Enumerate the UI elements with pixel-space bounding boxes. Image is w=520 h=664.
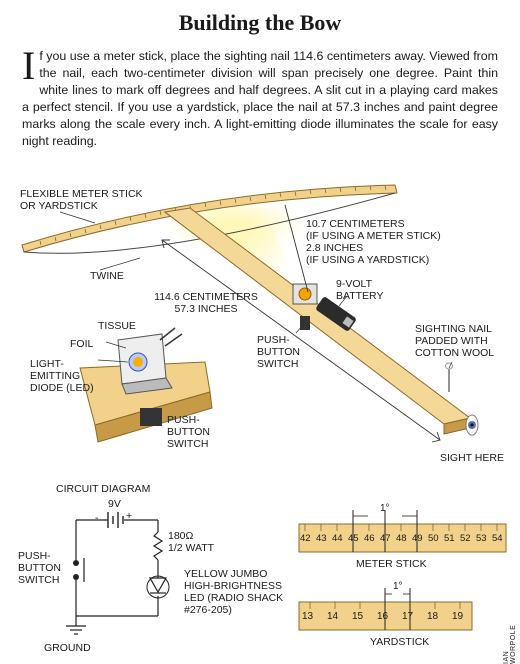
scale-tick-label: 45 [348, 533, 359, 544]
scale-tick-label: 49 [412, 533, 423, 544]
led-detail-drawing [79, 327, 213, 443]
circuit-voltage: 9V [108, 498, 121, 510]
circuit-ground: GROUND [44, 642, 91, 654]
label-foil: FOIL [70, 338, 94, 350]
circuit-minus: - [95, 512, 99, 524]
battery-symbol [107, 512, 124, 528]
scale-tick-label: 47 [380, 533, 391, 544]
meter-scale-label: METER STICK [356, 558, 427, 570]
scale-tick-label: 52 [460, 533, 471, 544]
led-symbol [146, 575, 170, 599]
label-offset: 10.7 CENTIMETERS(IF USING A METER STICK)… [306, 218, 441, 266]
body-text: f you use a meter stick, place the sight… [22, 49, 498, 148]
scale-tick-label: 51 [444, 533, 455, 544]
distance-arrow [161, 239, 441, 443]
scale-tick-label: 54 [492, 533, 503, 544]
illustrator-credit: IAN WORPOLE [503, 624, 517, 664]
scale-tick-label: 48 [396, 533, 407, 544]
leader-lines [59, 211, 453, 369]
scale-tick-label: 17 [402, 611, 414, 622]
meter-scale [298, 510, 507, 553]
push-switch-main [300, 316, 310, 330]
scale-tick-label: 43 [316, 533, 327, 544]
scale-tick-label: 42 [300, 533, 311, 544]
scale-tick-label: 50 [428, 533, 439, 544]
circuit-plus: + [126, 510, 133, 522]
twine [23, 192, 396, 254]
led-housing-main [292, 283, 318, 305]
drop-cap: I [22, 43, 36, 88]
meter-degree: 1° [380, 503, 390, 514]
switch-symbol [73, 558, 85, 582]
offset-arrow [284, 204, 309, 293]
battery [316, 297, 356, 331]
yard-degree: 1° [393, 581, 403, 592]
scale-tick-label: 15 [352, 611, 364, 622]
yard-scale-label: YARDSTICK [370, 636, 430, 648]
scale-tick-label: 46 [364, 533, 375, 544]
meter-stick-bow [21, 184, 398, 253]
label-tissue: TISSUE [98, 320, 136, 332]
circuit-wires [66, 519, 164, 635]
scale-tick-label: 19 [452, 611, 464, 622]
yard-scale [298, 588, 473, 631]
scale-tick-label: 53 [476, 533, 487, 544]
scale-tick-label: 44 [332, 533, 343, 544]
scale-tick-label: 16 [377, 611, 389, 622]
scale-tick-label: 14 [327, 611, 339, 622]
scale-tick-label: 13 [302, 611, 314, 622]
label-sight-here: SIGHT HERE [440, 452, 504, 464]
label-twine: TWINE [90, 270, 124, 282]
circuit-title: CIRCUIT DIAGRAM [56, 483, 151, 495]
eye-icon [465, 414, 479, 436]
scale-tick-label: 18 [427, 611, 439, 622]
page-title: Building the Bow [178, 10, 342, 35]
